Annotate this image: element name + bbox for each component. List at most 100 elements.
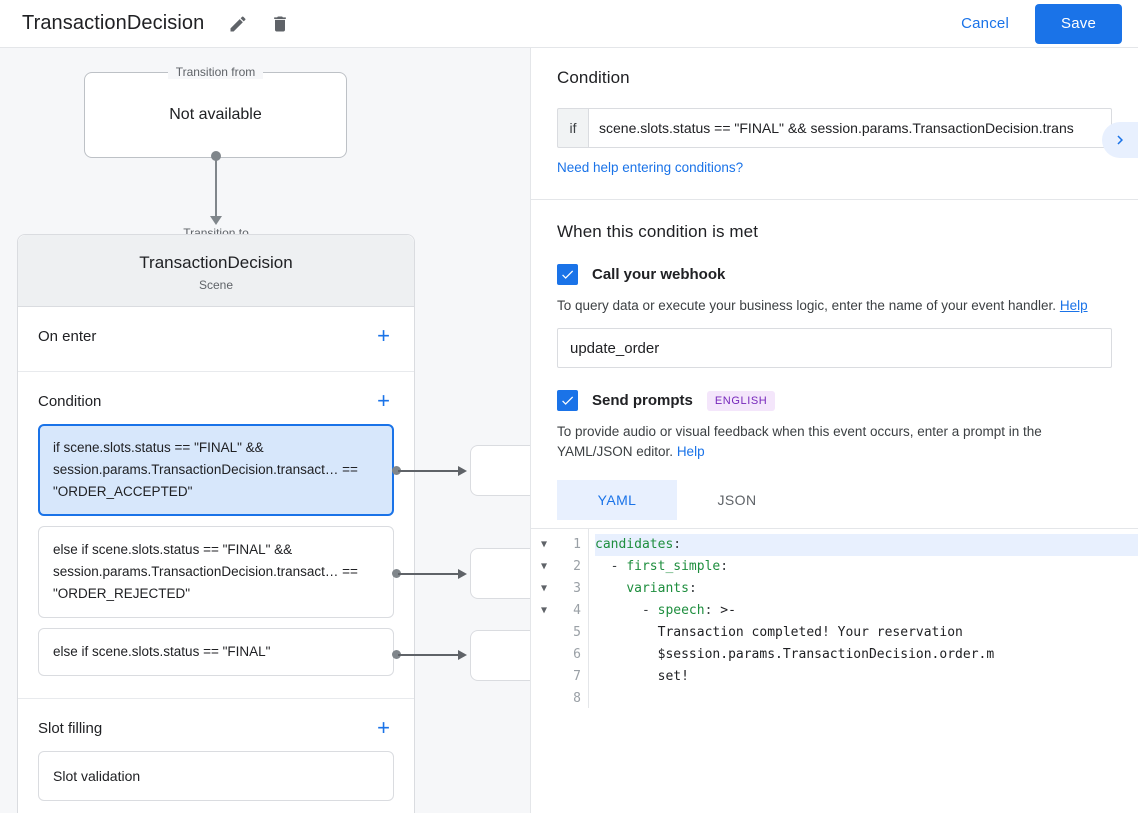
cancel-button[interactable]: Cancel (947, 7, 1023, 40)
connector-arrow-icon (210, 216, 222, 225)
edge-arrow-icon-2 (458, 650, 467, 660)
add-condition-button[interactable]: + (377, 388, 390, 413)
connector-line (215, 156, 217, 222)
call-webhook-checkbox[interactable] (557, 264, 578, 285)
edge-dot-1 (392, 569, 401, 578)
code-line-2: - first_simple: (595, 559, 729, 574)
chevron-right-icon[interactable] (1102, 122, 1138, 158)
condition-item-2[interactable]: else if scene.slots.status == "FINAL" (38, 628, 394, 676)
language-badge: ENGLISH (706, 390, 776, 411)
editor-format-tabs: YAML JSON (557, 480, 1112, 520)
when-condition-met-section: When this condition is met Call your web… (531, 200, 1138, 520)
top-app-bar: TransactionDecision Cancel Save (0, 0, 1138, 48)
scene-card: TransactionDecision Scene On enter + Con… (17, 234, 415, 813)
section-condition: Condition + if scene.slots.status == "FI… (18, 372, 414, 699)
fold-toggle-2[interactable]: ▼ (540, 561, 548, 572)
section-title-on-enter: On enter (38, 327, 97, 345)
line-number-7: 7 (573, 669, 581, 684)
if-prefix-label: if (557, 108, 588, 148)
webhook-hint: To query data or execute your business l… (557, 296, 1112, 316)
prompts-hint-text: To provide audio or visual feedback when… (557, 424, 1042, 459)
edge-line-2 (398, 654, 460, 656)
fold-toggle-5 (531, 622, 557, 644)
webhook-hint-text: To query data or execute your business l… (557, 298, 1057, 313)
scene-card-header: TransactionDecision Scene (18, 235, 414, 307)
section-on-enter: On enter + (18, 307, 414, 372)
webhook-toggle-row: Call your webhook (557, 264, 1112, 285)
scene-name: TransactionDecision (139, 253, 293, 272)
chevron-right-icon-glyph (1117, 135, 1123, 145)
fold-toggle-6 (531, 644, 557, 666)
webhook-help-link[interactable]: Help (1059, 298, 1088, 313)
send-prompts-checkbox[interactable] (557, 390, 578, 411)
fold-toggle-7 (531, 665, 557, 687)
section-slot-filling: Slot filling + Slot validation (18, 699, 414, 813)
pencil-icon[interactable] (226, 12, 250, 36)
code-line-3: variants: (626, 581, 697, 596)
add-on-enter-button[interactable]: + (377, 323, 390, 348)
call-webhook-label: Call your webhook (592, 266, 726, 283)
trash-icon-glyph (274, 16, 287, 31)
prompts-hint: To provide audio or visual feedback when… (557, 422, 1112, 462)
check-icon (562, 270, 574, 279)
trash-icon[interactable] (268, 12, 292, 36)
code-line-5: Transaction completed! Your reservation (657, 625, 963, 640)
line-number-8: 8 (573, 691, 581, 706)
section-header-slot-filling: Slot filling + (18, 699, 414, 751)
transition-from-box: Transition from Not available (84, 65, 347, 158)
condition-detail-panel: Condition if Need help entering conditio… (531, 48, 1138, 813)
section-title-condition: Condition (38, 392, 102, 410)
page-title: TransactionDecision (22, 12, 205, 34)
condition-heading: Condition (557, 68, 630, 87)
line-number-6: 6 (573, 647, 581, 662)
edge-arrow-icon-1 (458, 569, 467, 579)
line-number-5: 5 (573, 625, 581, 640)
check-icon (562, 396, 574, 405)
fold-toggle-3[interactable]: ▼ (540, 583, 548, 594)
code-line-8 (595, 688, 1138, 708)
code-line-7: set! (657, 669, 689, 684)
send-prompts-label: Send prompts (592, 392, 693, 409)
condition-item-0[interactable]: if scene.slots.status == "FINAL" && sess… (38, 424, 394, 516)
send-prompts-toggle-row: Send prompts ENGLISH (557, 390, 1112, 411)
code-line-4: - speech: >- (595, 603, 736, 618)
edge-dot-2 (392, 650, 401, 659)
editor-fold-column: ▼ ▼ ▼ ▼ (531, 529, 557, 708)
save-button[interactable]: Save (1035, 3, 1122, 44)
condition-item-1[interactable]: else if scene.slots.status == "FINAL" &&… (38, 526, 394, 618)
tab-yaml[interactable]: YAML (557, 480, 677, 520)
main-body: Transition from Not available Transition… (0, 48, 1138, 813)
line-number-1: 1 (573, 537, 581, 552)
editor-line-number-gutter: 1 2 3 4 5 6 7 8 (557, 529, 589, 708)
edge-dot-0 (392, 466, 401, 475)
code-line-6: $session.params.TransactionDecision.orde… (657, 647, 995, 662)
add-slot-filling-button[interactable]: + (377, 715, 390, 740)
tab-json[interactable]: JSON (717, 492, 757, 508)
transition-from-value: Not available (169, 106, 262, 123)
condition-input-row: if (557, 108, 1112, 148)
target-stub-box-2[interactable] (470, 630, 530, 681)
condition-input[interactable] (588, 108, 1112, 148)
webhook-handler-input[interactable] (557, 328, 1112, 368)
edge-line-1 (398, 573, 460, 575)
target-stub-box-0[interactable] (470, 445, 530, 496)
slot-validation-item[interactable]: Slot validation (38, 751, 394, 801)
fold-toggle-1[interactable]: ▼ (540, 539, 548, 550)
condition-section: Condition if Need help entering conditio… (531, 48, 1138, 200)
yaml-editor[interactable]: ▼ ▼ ▼ ▼ 1 2 3 4 5 6 7 8 candidates: - first_simple… (531, 528, 1138, 708)
transition-from-legend: Transition from (85, 65, 346, 79)
target-stub-box-1[interactable] (470, 548, 530, 599)
line-number-4: 4 (573, 603, 581, 618)
prompts-help-link[interactable]: Help (676, 444, 705, 459)
line-number-2: 2 (573, 559, 581, 574)
fold-toggle-4[interactable]: ▼ (540, 605, 548, 616)
pencil-icon-glyph (230, 15, 246, 31)
editor-code-area[interactable]: candidates: - first_simple: variants: - … (589, 529, 1138, 708)
when-condition-met-heading: When this condition is met (557, 222, 759, 241)
condition-help-link[interactable]: Need help entering conditions? (557, 160, 744, 175)
edge-line-0 (398, 470, 460, 472)
section-title-slot-filling: Slot filling (38, 719, 103, 737)
line-number-3: 3 (573, 581, 581, 596)
section-header-condition: Condition + (18, 372, 414, 424)
scene-type: Scene (198, 278, 234, 292)
